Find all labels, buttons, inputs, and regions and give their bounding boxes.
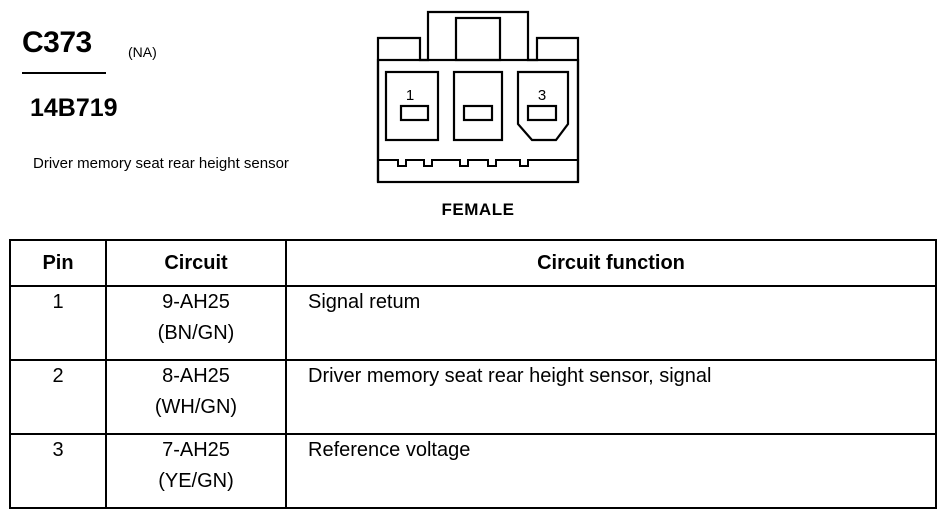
circuit-code: 9-AH25 <box>162 291 230 313</box>
locking-tab <box>376 10 580 182</box>
pinout-table: Pin Circuit Circuit function 1 9-AH25 (B… <box>9 239 937 509</box>
table-row: 1 9-AH25 (BN/GN) Signal retum <box>9 285 937 361</box>
wire-color: (WH/GN) <box>154 396 238 418</box>
circuit-cell: 8-AH25 (WH/GN) <box>105 359 287 435</box>
table-header-row: Pin Circuit Circuit function <box>9 239 937 287</box>
circuit-cell: 7-AH25 (YE/GN) <box>105 433 287 509</box>
header-circuit: Circuit <box>105 239 287 287</box>
pin-number: 2 <box>9 359 107 435</box>
part-number: 14B719 <box>30 94 118 122</box>
header-circuit-function: Circuit function <box>285 239 937 287</box>
header-pin: Pin <box>9 239 107 287</box>
circuit-code: 7-AH25 <box>162 439 230 461</box>
circuit-cell: 9-AH25 (BN/GN) <box>105 285 287 361</box>
bottom-key-edge <box>378 159 578 167</box>
cavity-label-3: 3 <box>538 87 546 104</box>
terminal-slot-2 <box>462 104 494 122</box>
circuit-function: Signal retum <box>285 285 937 361</box>
connector-gender-label: FEMALE <box>441 200 515 219</box>
wire-color: (YE/GN) <box>158 470 234 492</box>
terminal-slot-3 <box>526 104 558 122</box>
connector-description: Driver memory seat rear height sensor <box>33 155 289 172</box>
cavity-2 <box>452 70 504 142</box>
connector-id: C373 <box>22 26 92 59</box>
wire-color: (BN/GN) <box>157 322 235 344</box>
circuit-code: 8-AH25 <box>162 365 230 387</box>
circuit-function: Driver memory seat rear height sensor, s… <box>285 359 937 435</box>
connector-id-underline <box>22 72 106 74</box>
cavity-3 <box>516 70 570 142</box>
pin-number: 3 <box>9 433 107 509</box>
market-tag: (NA) <box>128 44 157 60</box>
cavity-label-1: 1 <box>406 87 414 104</box>
latch-block <box>454 16 502 62</box>
table-row: 3 7-AH25 (YE/GN) Reference voltage <box>9 433 937 509</box>
connector-body <box>376 58 580 184</box>
cavity-1 <box>384 70 440 142</box>
circuit-function: Reference voltage <box>285 433 937 509</box>
table-row: 2 8-AH25 (WH/GN) Driver memory seat rear… <box>9 359 937 435</box>
connector-face-diagram: 1 3 <box>376 10 580 184</box>
terminal-slot-1 <box>399 104 430 122</box>
pin-number: 1 <box>9 285 107 361</box>
